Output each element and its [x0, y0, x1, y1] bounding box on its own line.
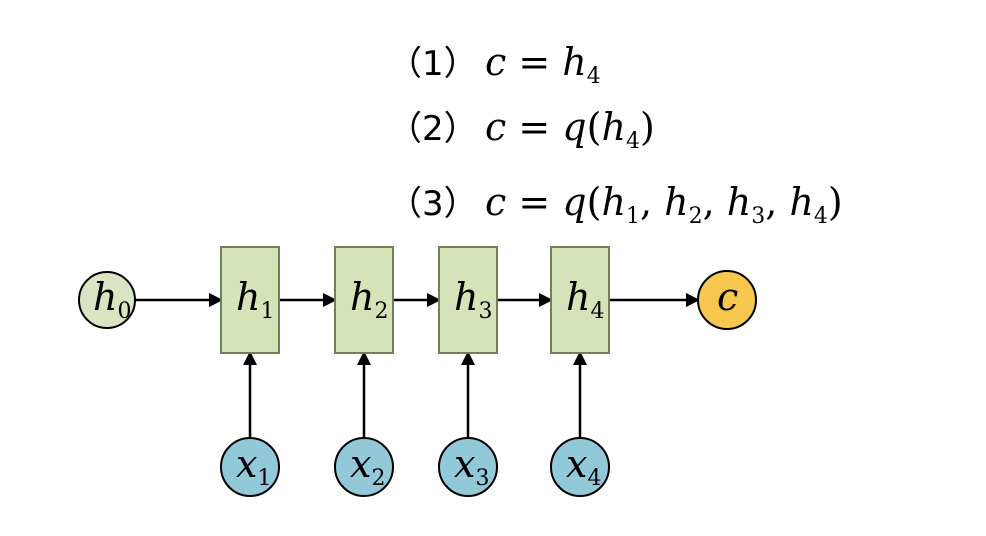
node-x2-circle [334, 437, 394, 497]
node-h2-box [334, 246, 394, 354]
equation-label: （3） [388, 184, 478, 224]
node-h0: h0 [78, 271, 136, 329]
node-h4-box [550, 246, 610, 354]
node-x1-circle [220, 437, 280, 497]
node-h4: h4 [550, 246, 610, 354]
node-c-circle [697, 270, 757, 330]
equation-label: （2） [388, 109, 478, 149]
node-h3-box [438, 246, 498, 354]
equation-3: （3）c = q(h1, h2, h3, h4) [388, 180, 843, 229]
node-x3: x3 [438, 437, 498, 497]
node-c-label: c [717, 275, 738, 319]
node-x2-label: x2 [350, 442, 385, 491]
equation-2: （2）c = q(h4) [388, 105, 655, 154]
equation-body: c = h4 [485, 40, 601, 89]
equations: （1）c = h4（2）c = q(h4)（3）c = q(h1, h2, h3… [388, 40, 843, 229]
equation-label: （1） [388, 44, 478, 84]
node-h2-label: h2 [350, 275, 388, 324]
equation-body: c = q(h1, h2, h3, h4) [485, 180, 843, 229]
node-x3-label: x3 [454, 442, 489, 491]
node-h3: h3 [438, 246, 498, 354]
node-x4: x4 [550, 437, 610, 497]
node-h1: h1 [220, 246, 280, 354]
node-h4-label: h4 [566, 275, 604, 324]
node-x4-label: x4 [566, 442, 601, 491]
node-x3-circle [438, 437, 498, 497]
node-h1-box [220, 246, 280, 354]
node-c: c [697, 270, 757, 330]
node-h3-label: h3 [454, 275, 492, 324]
equation-1: （1）c = h4 [388, 40, 601, 89]
arrows [135, 293, 700, 438]
node-x4-circle [550, 437, 610, 497]
node-x1: x1 [220, 437, 280, 497]
node-x2: x2 [334, 437, 394, 497]
nodes: h0 h1 h2 h3 h4 x1 x2 x3 x4 c [78, 246, 757, 497]
node-h2: h2 [334, 246, 394, 354]
node-h0-circle [78, 271, 136, 329]
equation-body: c = q(h4) [485, 105, 655, 154]
node-h0-label: h0 [93, 275, 131, 324]
node-x1-label: x1 [236, 442, 271, 491]
node-h1-label: h1 [236, 275, 274, 324]
